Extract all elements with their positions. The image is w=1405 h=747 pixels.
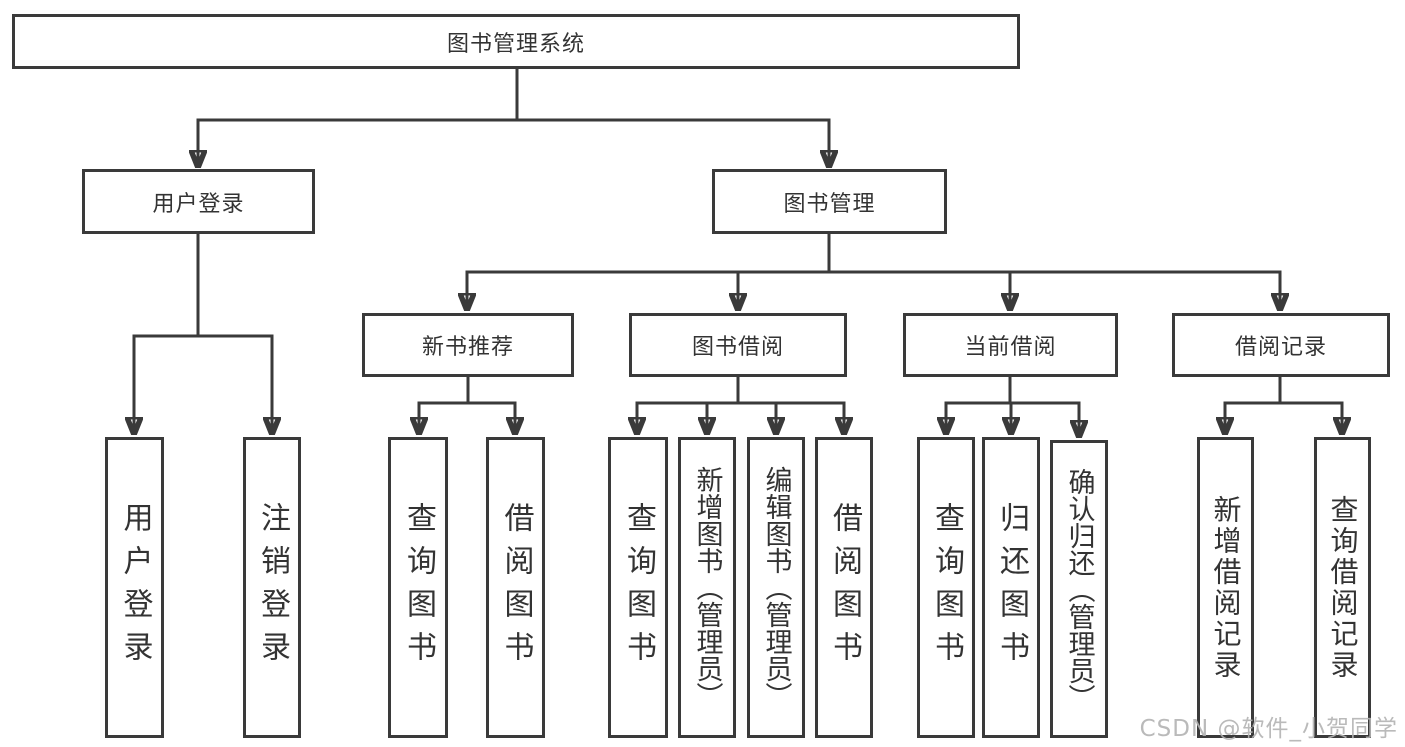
leaf-nb-borrow-books: 借阅图书	[486, 437, 545, 738]
leaf-cb-query-books: 查询图书	[917, 437, 975, 738]
leaf-br-add-record-label: 新增借阅记录	[1209, 494, 1243, 681]
node-borrowing-records-label: 借阅记录	[1234, 335, 1327, 360]
leaf-cb-confirm-return: 确认归还（管理员）	[1050, 440, 1108, 738]
leaf-nb-query-books: 查询图书	[388, 437, 448, 738]
leaf-bb-borrow-books-label: 借阅图书	[827, 501, 862, 674]
node-book-management-label: 图书管理	[783, 191, 876, 217]
leaf-br-query-record-label: 查询借阅记录	[1326, 494, 1360, 681]
leaf-logout: 注销登录	[243, 437, 301, 738]
leaf-logout-label: 注销登录	[255, 501, 290, 674]
node-user-login: 用户登录	[82, 169, 315, 234]
csdn-watermark: CSDN @软件_小贺同学	[1139, 716, 1398, 742]
node-current-borrowing-label: 当前借阅	[964, 335, 1057, 360]
leaf-br-add-record: 新增借阅记录	[1197, 437, 1254, 738]
node-new-book-recommend: 新书推荐	[362, 313, 574, 377]
leaf-cb-return-books-label: 归还图书	[994, 501, 1029, 674]
leaf-bb-add-books-label: 新增图书（管理员）	[691, 466, 723, 709]
leaf-bb-borrow-books: 借阅图书	[815, 437, 873, 738]
node-user-login-label: 用户登录	[152, 191, 245, 217]
leaf-bb-query-books: 查询图书	[608, 437, 668, 738]
node-book-borrowing: 图书借阅	[629, 313, 847, 377]
leaf-cb-return-books: 归还图书	[982, 437, 1040, 738]
leaf-bb-edit-books-label: 编辑图书（管理员）	[760, 466, 792, 709]
leaf-cb-query-books-label: 查询图书	[929, 501, 964, 674]
node-book-borrowing-label: 图书借阅	[691, 335, 784, 360]
node-new-book-recommend-label: 新书推荐	[421, 335, 514, 360]
leaf-user-login: 用户登录	[105, 437, 164, 738]
node-current-borrowing: 当前借阅	[903, 313, 1118, 377]
leaf-bb-add-books: 新增图书（管理员）	[678, 437, 736, 738]
leaf-user-login-label: 用户登录	[117, 501, 153, 674]
node-borrowing-records: 借阅记录	[1172, 313, 1390, 377]
node-root: 图书管理系统	[12, 14, 1020, 69]
leaf-nb-borrow-books-label: 借阅图书	[498, 501, 534, 674]
node-root-label: 图书管理系统	[446, 31, 585, 57]
leaf-nb-query-books-label: 查询图书	[401, 501, 436, 674]
leaf-cb-confirm-return-label: 确认归还（管理员）	[1063, 467, 1095, 711]
leaf-br-query-record: 查询借阅记录	[1314, 437, 1371, 738]
leaf-bb-query-books-label: 查询图书	[621, 501, 656, 674]
leaf-bb-edit-books: 编辑图书（管理员）	[747, 437, 805, 738]
node-book-management: 图书管理	[712, 169, 947, 234]
